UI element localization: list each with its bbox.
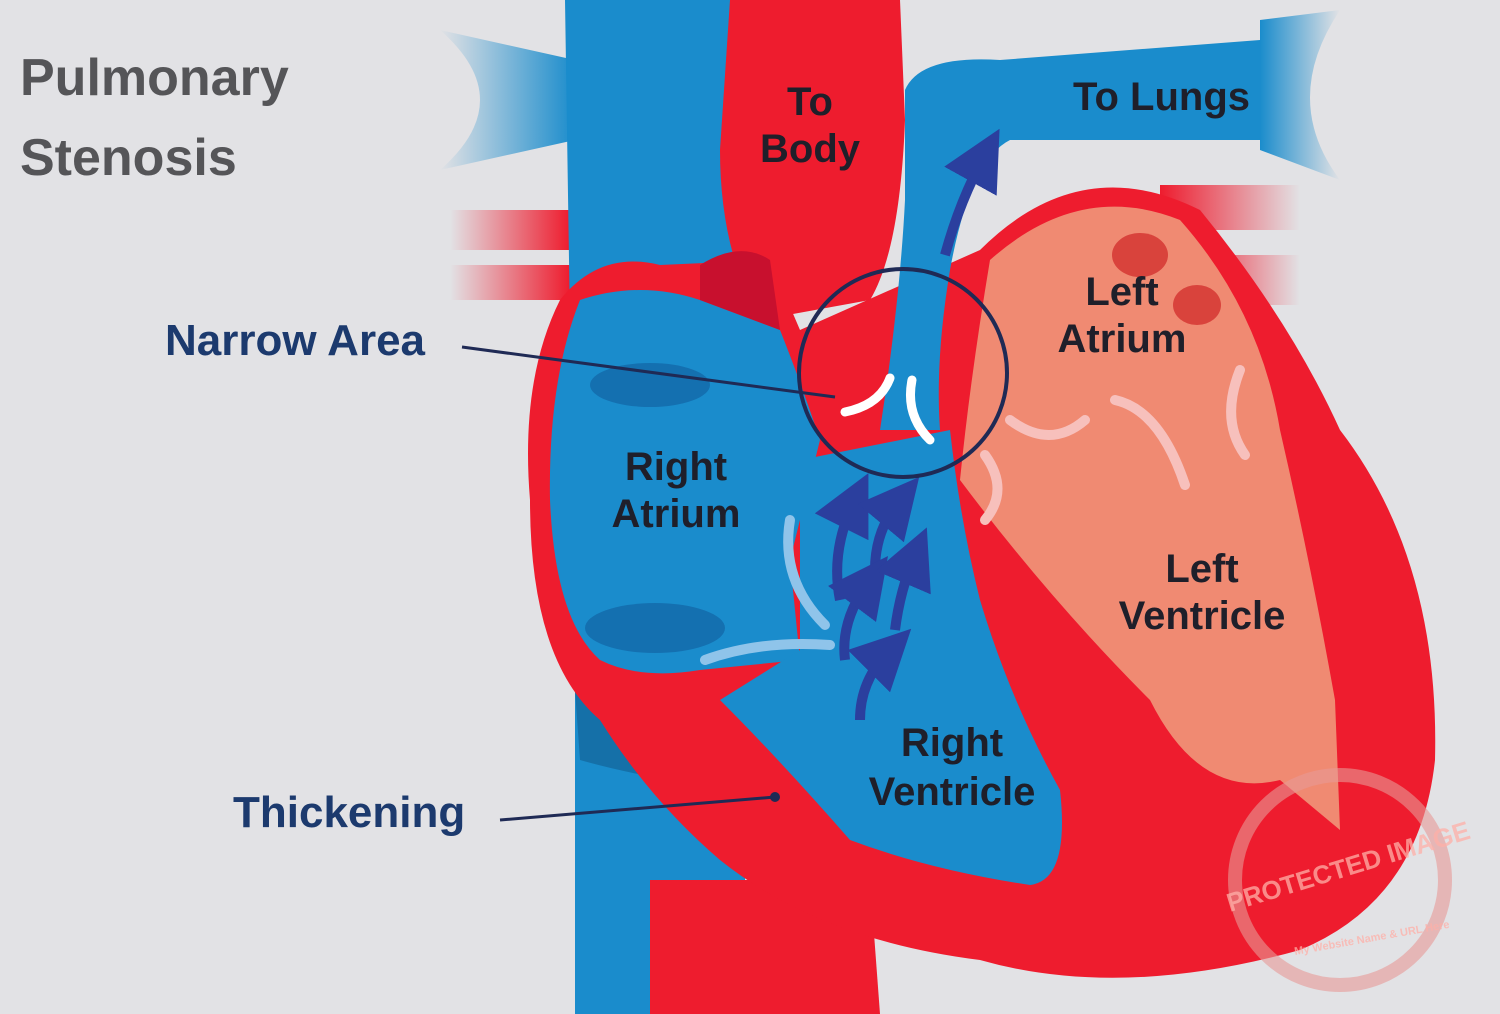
title-line-2: Stenosis	[20, 129, 237, 187]
aorta	[720, 0, 905, 320]
atrial-appendage	[700, 251, 780, 330]
label-left-ventricle-1: Left	[1165, 547, 1238, 591]
vessel-opening	[585, 603, 725, 653]
pulmonary-valve	[840, 373, 935, 445]
pulmonary-vein-opening	[1173, 285, 1221, 325]
left-chambers	[960, 206, 1340, 831]
vessel-opening	[590, 363, 710, 407]
lung-vessels-left	[440, 30, 575, 300]
label-left-atrium-1: Left	[1085, 270, 1158, 314]
narrow-area-leader	[461, 345, 836, 399]
label-to-body-1: To	[787, 80, 833, 124]
label-thickening: Thickening	[233, 788, 465, 837]
label-right-atrium-1: Right	[625, 445, 727, 489]
label-right-ventricle-2: Ventricle	[869, 770, 1036, 814]
label-to-lungs: To Lungs	[1073, 75, 1250, 119]
pulmonary-vein-opening	[1112, 233, 1168, 277]
label-left-atrium-2: Atrium	[1058, 317, 1187, 361]
thickening-marker	[770, 792, 780, 802]
tricuspid-valve	[700, 515, 835, 665]
narrow-area-highlight	[797, 267, 1009, 479]
label-right-atrium-2: Atrium	[612, 492, 741, 536]
label-right-ventricle-1: Right	[901, 721, 1003, 765]
label-to-body-2: Body	[760, 127, 861, 171]
thickening-leader	[499, 795, 776, 822]
label-left-ventricle-2: Ventricle	[1119, 594, 1286, 638]
flow-arrows	[814, 128, 1000, 721]
label-narrow-area: Narrow Area	[165, 316, 426, 365]
title-line-1: Pulmonary	[20, 49, 289, 107]
mitral-valve	[980, 365, 1250, 525]
